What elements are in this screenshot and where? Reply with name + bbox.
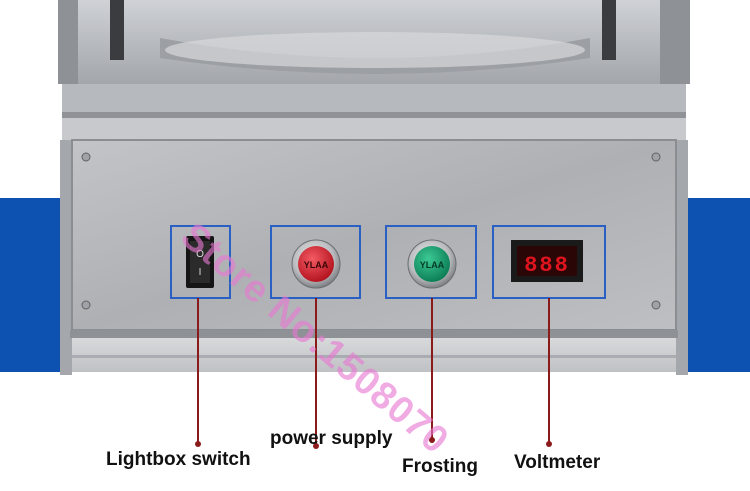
- power-supply-button: [298, 246, 334, 282]
- voltmeter-readout: 888: [524, 253, 570, 278]
- lightbox-switch-highlight: [170, 225, 231, 299]
- label-lightbox-switch: Lightbox switch: [106, 449, 251, 470]
- frosting-button: [414, 246, 450, 282]
- switch-mark-on: I: [199, 267, 202, 278]
- switch-mark-off: O: [196, 249, 204, 260]
- control-panel: [72, 140, 676, 330]
- screw-top-right: [651, 152, 661, 162]
- label-voltmeter: Voltmeter: [514, 452, 601, 473]
- screw-bottom-left: [81, 300, 91, 310]
- power-supply-button-text: YLAA: [304, 260, 329, 270]
- voltmeter-screen: [517, 246, 577, 276]
- screw-top-left: [81, 152, 91, 162]
- screw-bottom-right: [651, 300, 661, 310]
- label-frosting: Frosting: [402, 456, 478, 477]
- frosting-button-text: YLAA: [420, 260, 445, 270]
- label-power-supply: power supply: [270, 428, 393, 449]
